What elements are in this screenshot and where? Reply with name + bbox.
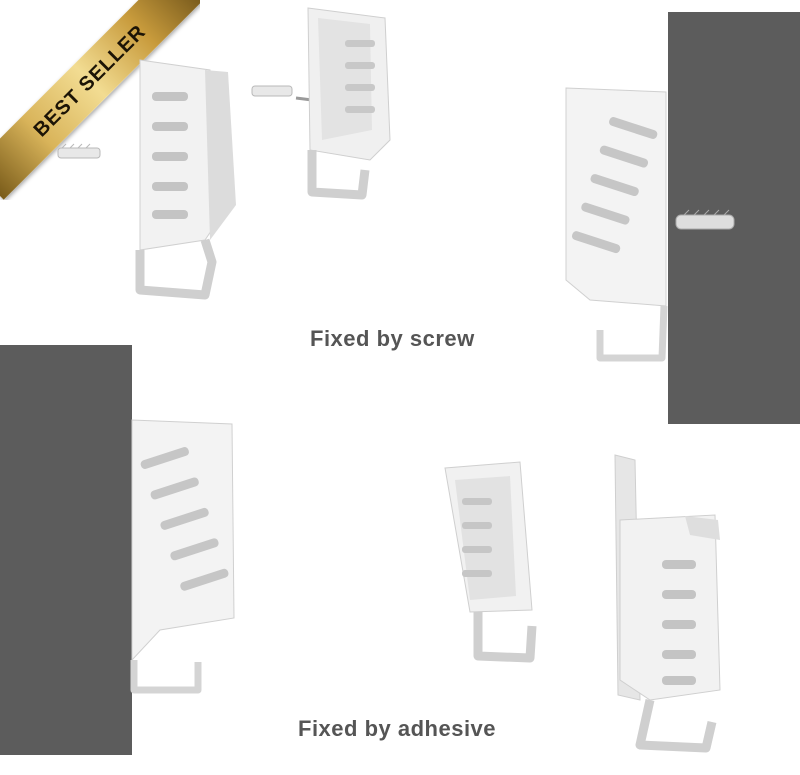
caption-adhesive: Fixed by adhesive (298, 716, 497, 741)
wall-anchor-icon (57, 143, 101, 159)
caption-screw: Fixed by screw (310, 326, 475, 351)
screw-anchor-icon (675, 209, 735, 230)
wall-left (0, 345, 132, 755)
